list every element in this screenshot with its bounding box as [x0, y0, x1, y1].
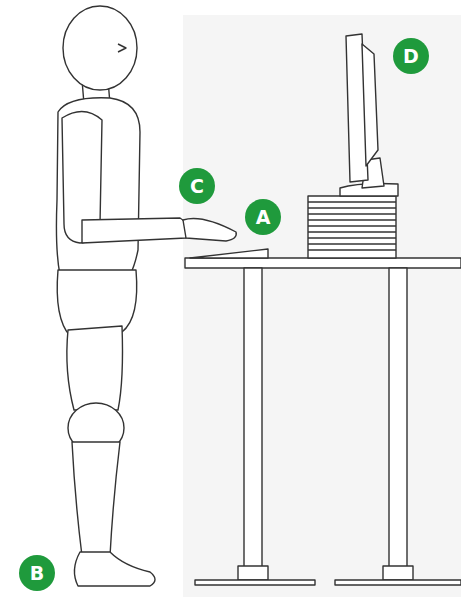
keyboard — [190, 249, 268, 258]
desk-foot — [383, 566, 413, 580]
desk-top — [185, 258, 461, 268]
callout-circle: D — [393, 38, 429, 74]
desk-base — [335, 580, 461, 585]
callout-letter: A — [256, 208, 271, 227]
background-panel — [183, 15, 461, 597]
person-figure — [56, 6, 236, 586]
monitor — [340, 34, 398, 196]
callout-circle: A — [245, 199, 281, 235]
desk-foot — [238, 566, 268, 580]
callout-letter: B — [30, 564, 44, 583]
callout-circle: B — [19, 555, 55, 591]
callout-circle: C — [179, 168, 215, 204]
callout-letter: C — [190, 177, 204, 196]
desk-leg — [389, 268, 407, 568]
desk-leg — [244, 268, 262, 568]
book-stack — [308, 196, 396, 258]
desk-base — [195, 580, 315, 585]
callout-letter: D — [403, 47, 419, 66]
